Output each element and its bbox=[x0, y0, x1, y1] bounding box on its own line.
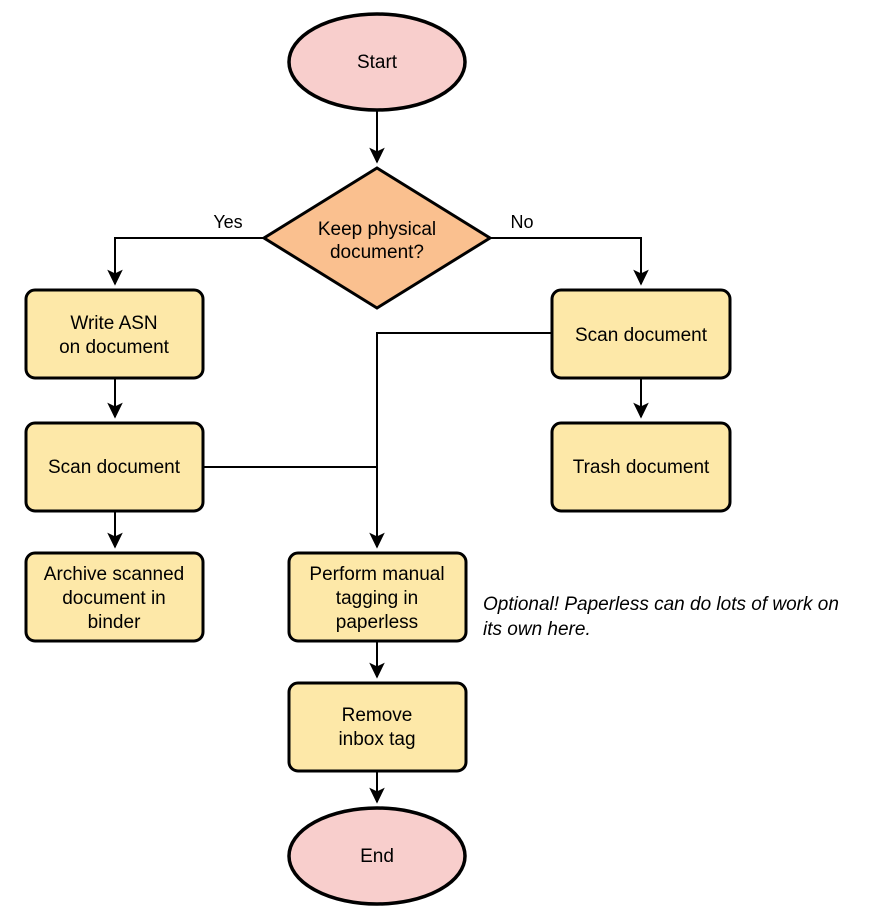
node-perform-manual-tagging[interactable]: Perform manual tagging in paperless bbox=[287, 551, 468, 643]
node-archive-scanned-document[interactable]: Archive scanned document in binder bbox=[24, 551, 205, 643]
archive-label-line3: binder bbox=[88, 612, 141, 633]
decision-label-line1: Keep physical bbox=[318, 219, 436, 240]
edge-label-no: No bbox=[510, 212, 533, 232]
tagging-label-line1: Perform manual bbox=[309, 564, 444, 585]
edge-label-layer: Yes No bbox=[213, 212, 533, 232]
node-remove-inbox-tag[interactable]: Remove inbox tag bbox=[287, 681, 468, 773]
start-ellipse bbox=[287, 12, 467, 112]
archive-label-line2: document in bbox=[62, 588, 166, 609]
decision-diamond bbox=[261, 166, 493, 310]
tagging-box bbox=[287, 551, 468, 643]
scan-document-left-box bbox=[24, 421, 205, 513]
remove-inbox-label-line2: inbox tag bbox=[338, 729, 415, 750]
edge-layer bbox=[107, 110, 649, 804]
trash-document-box bbox=[550, 421, 732, 513]
optional-note: Optional! Paperless can do lots of work … bbox=[483, 594, 839, 640]
node-scan-document-right[interactable]: Scan document bbox=[550, 288, 732, 380]
scan-document-right-box bbox=[550, 288, 732, 380]
archive-box bbox=[24, 551, 205, 643]
tagging-label-line2: tagging in bbox=[336, 588, 418, 609]
write-asn-box bbox=[24, 288, 205, 380]
trash-document-label: Trash document bbox=[573, 457, 710, 478]
write-asn-label-line2: on document bbox=[59, 337, 170, 358]
edge-scan-right-to-tagging bbox=[369, 332, 552, 549]
archive-label-line1: Archive scanned bbox=[44, 564, 184, 585]
optional-note-line1: Optional! Paperless can do lots of work … bbox=[483, 594, 839, 615]
end-label: End bbox=[360, 846, 394, 867]
node-end[interactable]: End bbox=[287, 806, 467, 906]
scan-document-right-label: Scan document bbox=[575, 325, 708, 346]
node-decision-keep-physical-document[interactable]: Keep physical document? bbox=[261, 166, 493, 310]
optional-note-line2: its own here. bbox=[483, 619, 591, 640]
write-asn-label-line1: Write ASN bbox=[70, 313, 157, 334]
start-label: Start bbox=[357, 52, 398, 73]
edge-decision-yes-to-write-asn bbox=[107, 237, 264, 286]
remove-inbox-label-line1: Remove bbox=[342, 705, 413, 726]
scan-document-left-label: Scan document bbox=[48, 457, 181, 478]
edge-decision-no-to-scan-right bbox=[490, 237, 649, 286]
remove-inbox-box bbox=[287, 681, 468, 773]
node-start[interactable]: Start bbox=[287, 12, 467, 112]
edge-label-yes: Yes bbox=[213, 212, 242, 232]
node-trash-document[interactable]: Trash document bbox=[550, 421, 732, 513]
end-ellipse bbox=[287, 806, 467, 906]
node-scan-document-left[interactable]: Scan document bbox=[24, 421, 205, 513]
node-write-asn-on-document[interactable]: Write ASN on document bbox=[24, 288, 205, 380]
tagging-label-line3: paperless bbox=[336, 612, 418, 633]
decision-label-line2: document? bbox=[330, 242, 424, 263]
